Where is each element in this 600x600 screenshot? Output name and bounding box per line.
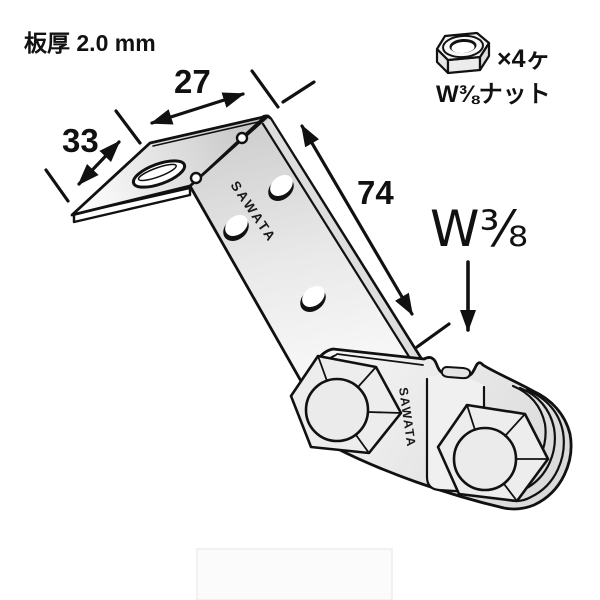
dim-74-label: 74 (357, 174, 394, 211)
thread-size-label: W⅜ (430, 200, 528, 258)
nut-count-label: ×4ヶ (497, 45, 551, 73)
bend-line (188, 115, 266, 188)
flange-slot-hole (131, 159, 187, 189)
bend-dimple (235, 131, 249, 145)
dim-33-label: 33 (62, 122, 99, 159)
dim-tick (415, 322, 451, 349)
hex-bolt-left (289, 354, 403, 455)
rod-saddle-notch (440, 366, 472, 380)
dim-27-arrow (150, 92, 245, 125)
hex-bolt-right (436, 403, 550, 503)
faint-watermark-box (196, 548, 393, 600)
nut-callout: ×4ヶ W⅜ナット (435, 31, 551, 108)
flange-thickness-edge (72, 186, 192, 224)
dimension-annotations: 27 33 74 W⅜ (44, 63, 528, 349)
hex-nut-icon (435, 31, 491, 75)
bolt-face (452, 426, 518, 492)
dim-tick (44, 168, 70, 203)
dim-33-arrow (77, 140, 121, 186)
dim-27-label: 27 (174, 63, 211, 100)
plate-edge-line (506, 388, 565, 503)
dim-tick (114, 109, 142, 145)
nut-spec-label: W⅜ナット (436, 81, 551, 108)
arm-hole (268, 175, 294, 201)
dim-tick (281, 80, 316, 104)
bend-dimple (189, 171, 203, 185)
arm-hole (223, 215, 249, 241)
plate-thickness-label: 板厚 2.0 mm (24, 30, 156, 56)
dim-tick (250, 69, 280, 109)
bolt-face (304, 377, 370, 443)
dim-74-arrow (300, 124, 414, 316)
